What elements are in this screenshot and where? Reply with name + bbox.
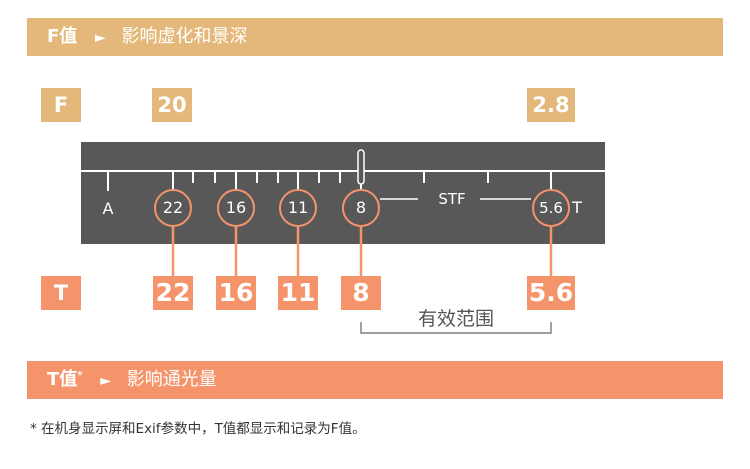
footnote-star: *	[77, 370, 83, 381]
dial-stop-label-22: 22	[162, 198, 184, 217]
f-left-value-chip: 20	[152, 88, 192, 122]
f-letter-chip: F	[41, 88, 81, 122]
t-value-description: 影响通光量	[126, 369, 217, 390]
dial-stop-label-16: 16	[225, 198, 247, 217]
dial-stop-label-8: 8	[355, 198, 367, 217]
aperture-ring-body	[81, 142, 605, 244]
t-chip-16: 16	[216, 276, 256, 310]
t-value-header: T值* ► 影响通光量	[27, 361, 723, 399]
t-chip-8: 8	[341, 276, 381, 310]
f-value-key: F值	[47, 26, 78, 47]
f-value-header: F值 ► 影响虚化和景深	[27, 18, 723, 56]
effective-range-label: 有效范围	[417, 308, 494, 330]
t-chip-11: 11	[278, 276, 318, 310]
dial-end-label: T	[572, 198, 582, 217]
dial-start-label: A	[102, 199, 114, 218]
f-value-description: 影响虚化和景深	[121, 26, 248, 47]
play-arrow-icon: ►	[100, 373, 112, 389]
t-chip-5-6: 5.6	[527, 276, 575, 310]
dial-stop-label-11: 11	[287, 198, 309, 217]
footnote: * 在机身显示屏和Exif参数中，T值都显示和记录为F值。	[30, 421, 366, 437]
t-letter-chip: T	[41, 276, 81, 310]
dial-stop-label-5-6: 5.6	[539, 199, 563, 217]
stf-label: STF	[438, 190, 466, 208]
t-chip-22: 22	[153, 276, 193, 310]
index-pointer	[357, 149, 365, 185]
t-value-key: T值*	[47, 369, 83, 390]
effective-range-bracket	[360, 322, 552, 334]
f-right-value-chip: 2.8	[527, 88, 575, 122]
play-arrow-icon: ►	[95, 30, 106, 46]
